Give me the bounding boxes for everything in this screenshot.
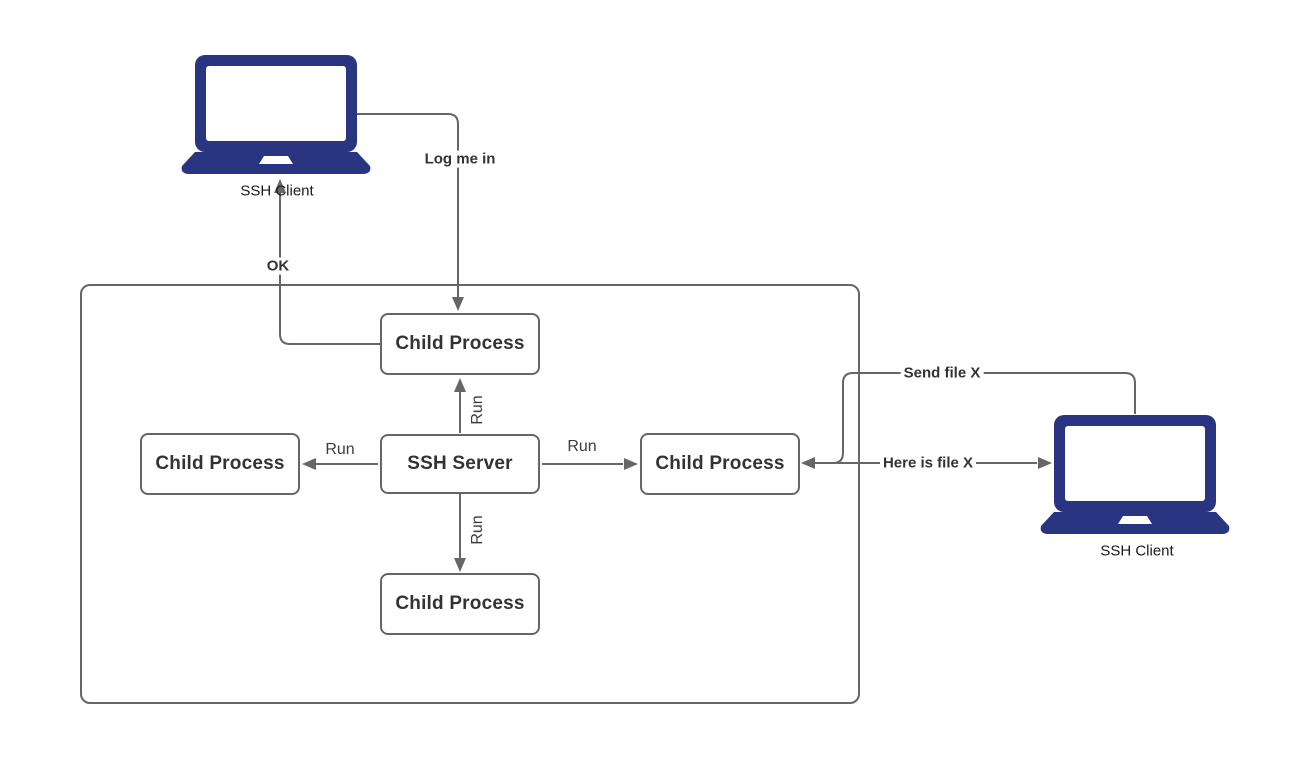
client-right-label: SSH Client: [1100, 542, 1174, 560]
node-child-process-top: Child Process: [380, 313, 540, 375]
edge-label-run-down: Run: [469, 513, 487, 547]
arrowhead-right-icon: [624, 458, 638, 470]
arrowhead-right-icon: [1038, 457, 1052, 469]
edge-label-run-left: Run: [323, 441, 357, 459]
edge-label-here-is-file-x: Here is file X: [879, 454, 977, 472]
edge-run-up: [454, 378, 466, 433]
node-child-process-left: Child Process: [140, 433, 300, 495]
arrowhead-down-icon: [454, 558, 466, 572]
edge-log-me-in: [357, 113, 464, 311]
node-ssh-server: SSH Server: [380, 434, 540, 494]
client-top-label: SSH Client: [240, 182, 314, 200]
edge-label-log-me-in: Log me in: [421, 150, 499, 168]
node-child-process-bottom: Child Process: [380, 573, 540, 635]
laptop-icon: [1040, 415, 1230, 534]
arrowhead-up-icon: [274, 179, 286, 193]
laptop-icon: [181, 55, 371, 174]
node-child-process-right: Child Process: [640, 433, 800, 495]
edge-label-ok: OK: [263, 257, 293, 275]
edge-label-send-file-x: Send file X: [900, 364, 984, 382]
arrowhead-down-icon: [452, 297, 464, 311]
arrowhead-up-icon: [454, 378, 466, 392]
edge-run-down: [454, 494, 466, 572]
arrowhead-left-icon: [302, 458, 316, 470]
edge-run-right: [542, 458, 638, 470]
edge-run-left: [302, 458, 378, 470]
edge-label-run-up: Run: [469, 393, 487, 427]
edge-ok: [274, 179, 380, 345]
server-boundary-box: [80, 284, 860, 704]
edge-label-run-right: Run: [565, 438, 599, 456]
